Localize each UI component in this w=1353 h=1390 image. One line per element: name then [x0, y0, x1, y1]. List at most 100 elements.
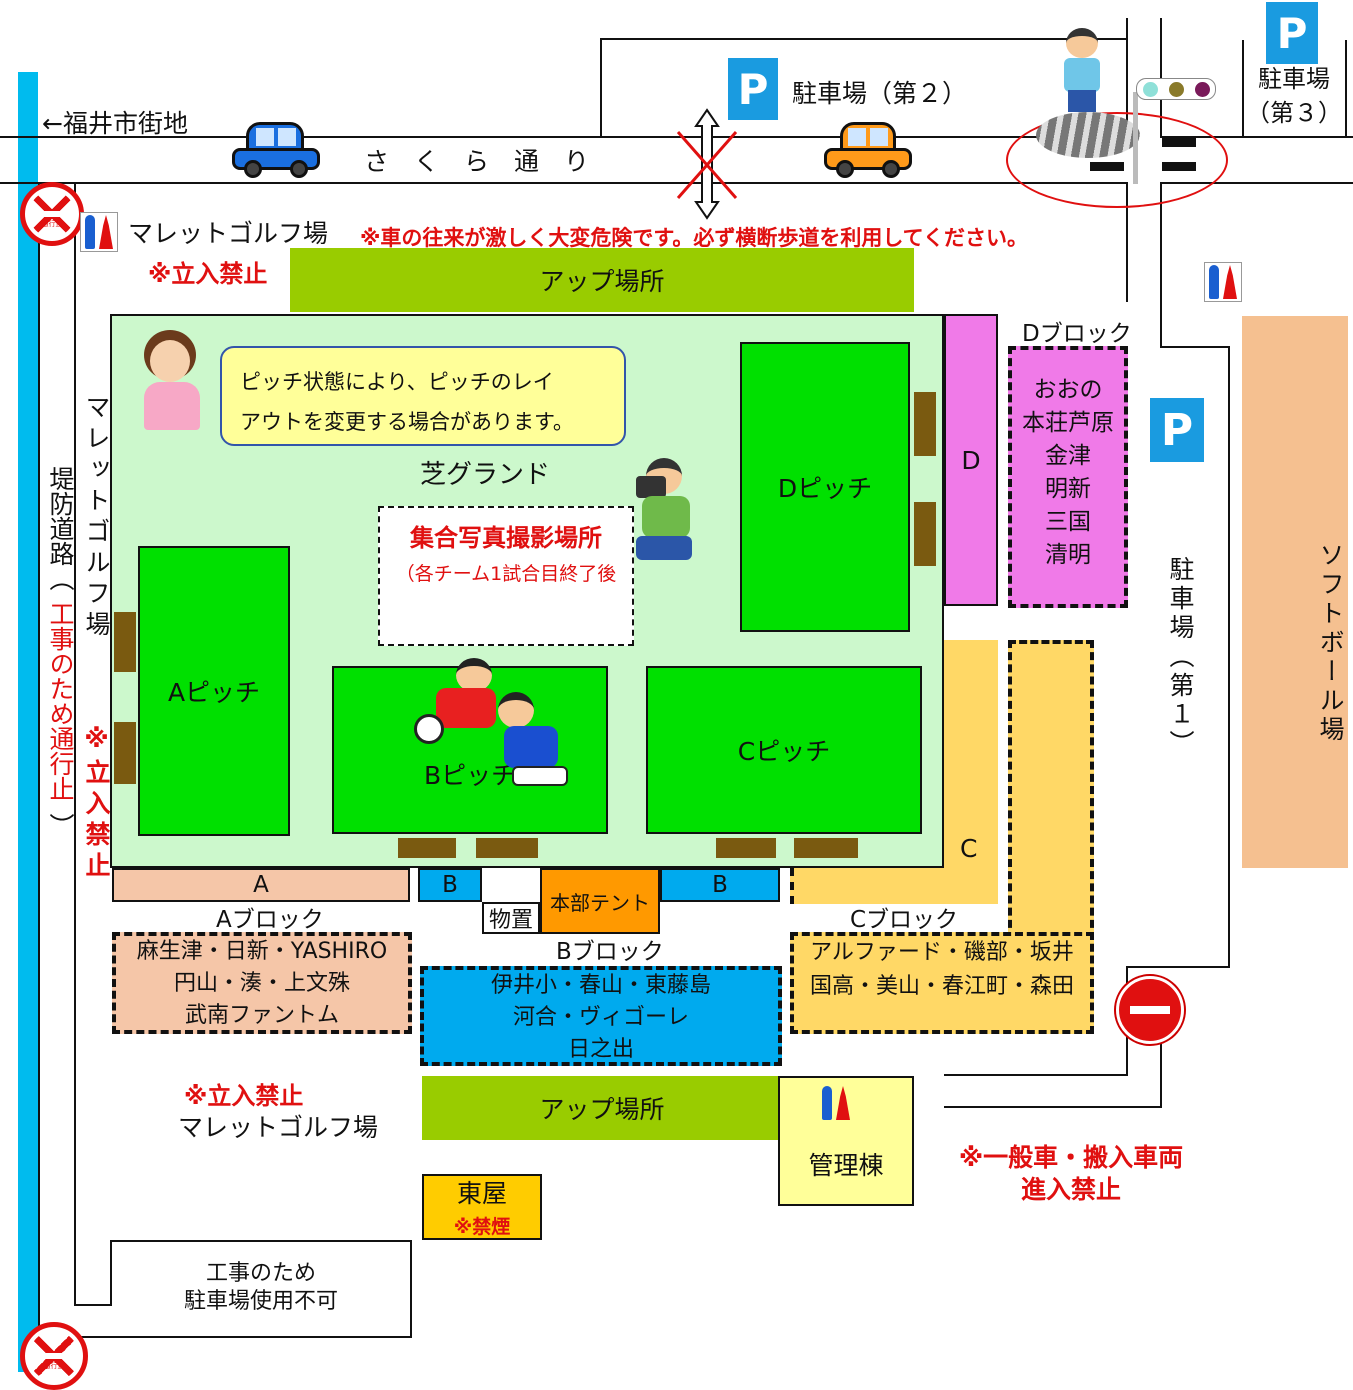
- block-d-team: おおの: [1033, 377, 1103, 403]
- stop-line: [1090, 162, 1124, 171]
- bench: [794, 838, 858, 858]
- block-d-team: 金津: [1045, 443, 1091, 469]
- bench: [914, 392, 936, 456]
- zone-c-strip: [790, 868, 998, 904]
- storage-shed: 物置: [482, 902, 540, 934]
- block-b-team: 伊井小・春山・東藤島: [490, 973, 711, 998]
- parking-p-icon: P: [1150, 398, 1204, 462]
- block-a: 麻生津・日新・YASHIRO 円山・湊・上文殊 武南ファントム: [112, 932, 412, 1034]
- crossing-warning: ※車の往来が激しく大変危険です。必ず横断歩道を利用してください。: [360, 226, 1029, 250]
- block-b-team: 日之出: [567, 1037, 634, 1062]
- block-d-team: 本荘芦原: [1022, 410, 1114, 436]
- parking-p-icon: P: [1266, 2, 1318, 64]
- photo-spot-note: （各チーム1試合目終了後: [395, 563, 617, 585]
- road-line: [600, 38, 1128, 40]
- block-d: おおの 本荘芦原 金津 明新 三国 清明: [1008, 346, 1128, 608]
- restroom-icon: [1204, 262, 1242, 302]
- traffic-light-icon: [1136, 78, 1216, 100]
- warmup-area-top: アップ場所: [290, 248, 914, 312]
- road-line: [944, 1106, 1162, 1108]
- mallet-golf-bottom-no-entry: ※立入禁止: [184, 1082, 304, 1110]
- admin-building-label: 管理棟: [808, 1151, 884, 1180]
- road-line: [110, 1240, 412, 1242]
- block-d-team: 清明: [1045, 542, 1091, 568]
- parking-lot-2-label: 駐車場（第２）: [792, 79, 968, 108]
- road-line: [1242, 40, 1244, 138]
- road-line: [38, 182, 40, 1342]
- block-d-team: 明新: [1045, 476, 1091, 502]
- no-entry-sign-text: 通行止: [41, 220, 63, 228]
- blue-car-icon: [232, 122, 320, 178]
- admin-building: 管理棟: [778, 1076, 914, 1206]
- road-line: [38, 1336, 412, 1338]
- levee-road-closed: 工事のため通行止: [46, 601, 75, 801]
- road-line: [1160, 346, 1230, 348]
- bench: [114, 612, 136, 672]
- arbor-no-smoking: ※禁煙: [453, 1216, 511, 1238]
- road-line: [1126, 18, 1128, 138]
- warmup-area-bottom: アップ場所: [422, 1076, 782, 1140]
- stop-line: [1162, 162, 1196, 171]
- parking-lot-3-label: 駐車場 （第３）: [1246, 58, 1342, 134]
- mallet-golf-left-label: マレットゴルフ場: [82, 394, 111, 642]
- block-b-team: 河合・ヴィゴーレ: [512, 1005, 689, 1030]
- block-c-connector: [1008, 640, 1094, 940]
- soccer-players-icon: [412, 658, 582, 804]
- crosswalk-highlight: [1006, 112, 1228, 208]
- block-d-title: Dブロック: [1022, 321, 1132, 347]
- bench: [716, 838, 776, 858]
- stop-line: [1162, 138, 1196, 147]
- closed-parking-label: 工事のため 駐車場使用不可: [112, 1242, 410, 1334]
- zone-b-left: B: [418, 868, 482, 902]
- softball-field: ソフトボール場: [1242, 316, 1348, 868]
- restroom-icon: [80, 212, 118, 252]
- parking-lot-1-label: 駐車場（第１）: [1166, 556, 1195, 759]
- pitch-d: Dピッチ: [740, 342, 910, 632]
- levee-road-end: ）: [46, 813, 75, 838]
- zone-c: [944, 640, 998, 904]
- mallet-golf-left-no-entry: ※立入禁止: [82, 724, 111, 883]
- bench: [476, 838, 538, 858]
- zone-b-right: B: [660, 868, 780, 902]
- no-entry-sign-text: 通行止: [43, 1362, 65, 1370]
- vehicle-warning-line1: ※一般車・搬入車両: [958, 1143, 1184, 1172]
- notice-bubble: ピッチ状態により、ピッチのレイ アウトを変更する場合があります。: [220, 346, 626, 446]
- zone-a: A: [112, 868, 410, 902]
- parking-lot-3-line1: 駐車場: [1258, 65, 1330, 93]
- do-not-enter-sign-icon: [1116, 976, 1184, 1044]
- mallet-golf-bottom-label: マレットゴルフ場: [178, 1113, 379, 1142]
- no-entry-sign-icon: 通行止: [20, 182, 84, 246]
- road-line: [1160, 1040, 1162, 1108]
- bench: [398, 838, 456, 858]
- road-line: [1160, 182, 1353, 184]
- photo-spot: 集合写真撮影場所 （各チーム1試合目終了後: [378, 506, 634, 646]
- zone-d: D: [944, 314, 998, 606]
- road-line: [1160, 136, 1353, 138]
- road-line: [600, 38, 602, 138]
- restroom-icon: [818, 1084, 854, 1122]
- traffic-light-pole: [1133, 92, 1138, 184]
- block-a-team: 麻生津・日新・YASHIRO: [136, 939, 388, 964]
- closed-parking-line1: 工事のため: [205, 1261, 316, 1286]
- block-b-title: Bブロック: [556, 939, 664, 965]
- block-a-title: Aブロック: [216, 907, 324, 933]
- road-line: [74, 1304, 112, 1306]
- road-line: [1228, 346, 1230, 968]
- notice-line-1: ピッチ状態により、ピッチのレイ: [240, 370, 554, 394]
- bench: [114, 722, 136, 784]
- pedestrian-icon: [1052, 28, 1112, 124]
- levee-road-label: 堤防道路（ 工事のため通行止 ）: [42, 466, 75, 848]
- pitch-b-label: Bピッチ: [424, 761, 517, 790]
- block-d-team: 三国: [1045, 509, 1091, 535]
- block-c-team: 国高・美山・春江町・森田: [809, 974, 1074, 999]
- staff-girl-icon: [136, 330, 206, 438]
- levee-road-name: 堤防道路（: [46, 466, 75, 591]
- softball-field-label: ソフトボール場: [1316, 542, 1345, 745]
- hq-tent: 本部テント: [540, 868, 660, 934]
- block-b: 伊井小・春山・東藤島 河合・ヴィゴーレ 日之出: [420, 966, 782, 1066]
- crosswalk-stripes: [1036, 112, 1140, 158]
- zone-c-label: C: [960, 834, 978, 863]
- vehicle-warning-line2: 進入禁止: [1020, 1175, 1121, 1204]
- road-line: [74, 182, 76, 1306]
- block-c: アルファード・磯部・坂井 国高・美山・春江町・森田: [790, 932, 1094, 1034]
